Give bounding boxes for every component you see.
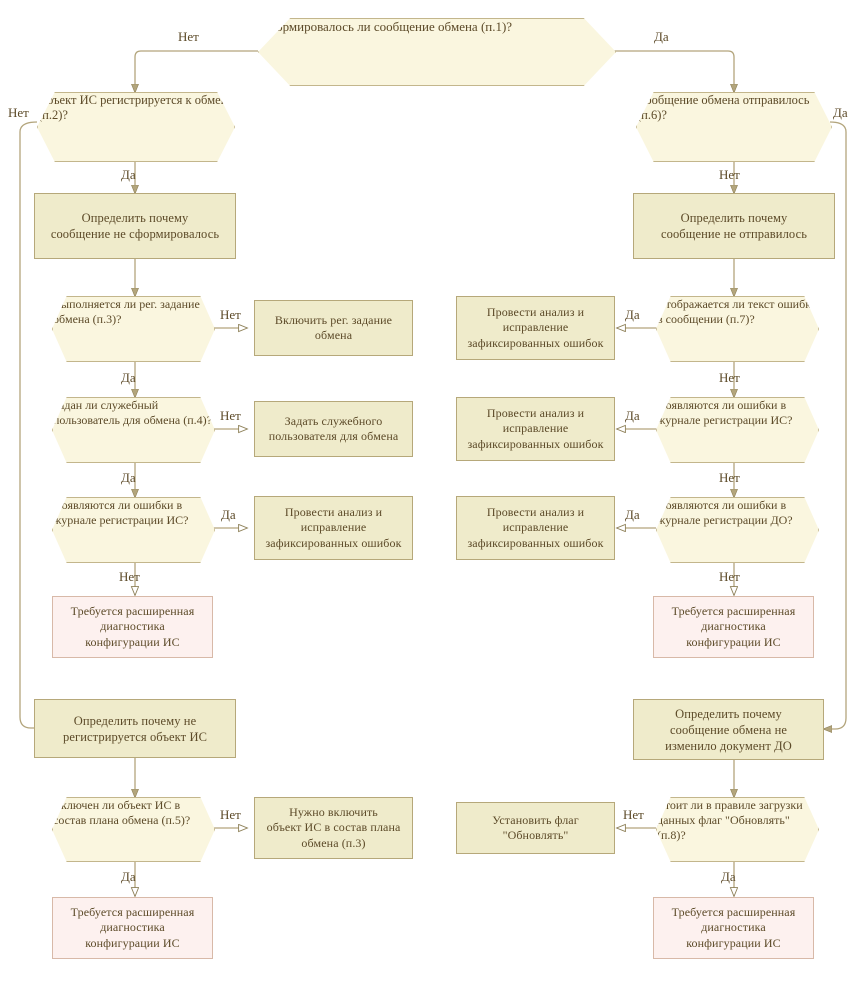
process-why-not-formed-label: Определить почему сообщение не сформиров… xyxy=(50,211,220,241)
decision-errors-is-log-left-label: Появляются ли ошибки в журнале регистрац… xyxy=(53,498,189,527)
edge-label-update-flag-yes: Да xyxy=(721,869,736,884)
process-analyze-fix-errors-left[interactable]: Провести анализ и исправление зафиксиров… xyxy=(254,496,413,560)
process-set-service-user-label: Задать служебного пользователя для обмен… xyxy=(268,413,399,443)
decision-error-text-shown-shape: Отображается ли текст ошибки в сообщении… xyxy=(656,296,819,362)
process-why-object-not-registered-label: Определить почему не регистрируется объе… xyxy=(62,713,208,744)
edge-label-errors-left-no: Нет xyxy=(119,569,140,584)
decision-message-formed-shape: Сформировалось ли сообщение обмена (п.1)… xyxy=(258,18,616,86)
edge-label-object-registered-no: Нет xyxy=(8,105,29,120)
decision-error-text-shown-label: Отображается ли текст ошибки в сообщении… xyxy=(657,297,818,326)
decision-object-registered-shape: Объект ИС регистрируется к обмену (п.2)? xyxy=(37,92,235,162)
edge-label-message-sent-no: Нет xyxy=(719,167,740,182)
process-why-not-sent-label: Определить почему сообщение не отправило… xyxy=(660,211,808,241)
decision-object-registered-label: Объект ИС регистрируется к обмену (п.2)? xyxy=(38,93,234,122)
edge-label-errors-is-right-yes: Да xyxy=(625,408,640,423)
decision-message-sent[interactable]: Сообщение обмена отправилось (п.6)? xyxy=(636,92,832,162)
process-analyze-fix-errors-right-3[interactable]: Провести анализ и исправление зафиксиров… xyxy=(456,496,615,560)
edge-label-service-user-no: Нет xyxy=(220,408,241,423)
terminal-extended-diagnostics-right-1[interactable]: Требуется расширенная диагностика конфиг… xyxy=(653,596,814,658)
decision-service-user-shape: Задан ли служебный пользователь для обме… xyxy=(52,397,215,463)
edge-label-errors-do-yes: Да xyxy=(625,507,640,522)
process-enable-scheduled-job[interactable]: Включить рег. задание обмена xyxy=(254,300,413,356)
decision-update-flag[interactable]: Стоит ли в правиле загрузки данных флаг … xyxy=(656,797,819,862)
process-analyze-fix-errors-right-2[interactable]: Провести анализ и исправление зафиксиров… xyxy=(456,397,615,461)
decision-service-user-label: Задан ли служебный пользователь для обме… xyxy=(53,398,212,427)
process-why-document-not-changed[interactable]: Определить почему сообщение обмена не из… xyxy=(633,699,824,760)
process-why-not-formed[interactable]: Определить почему сообщение не сформиров… xyxy=(34,193,236,259)
decision-object-registered[interactable]: Объект ИС регистрируется к обмену (п.2)? xyxy=(37,92,235,162)
decision-message-sent-label: Сообщение обмена отправилось (п.6)? xyxy=(637,93,810,122)
decision-message-formed-label: Сформировалось ли сообщение обмена (п.1)… xyxy=(259,19,513,34)
terminal-extended-diagnostics-right-1-label: Требуется расширенная диагностика конфиг… xyxy=(671,603,796,649)
process-analyze-fix-errors-right-3-label: Провести анализ и исправление зафиксиров… xyxy=(467,504,604,550)
edge-label-error-text-no: Нет xyxy=(719,370,740,385)
terminal-extended-diagnostics-right-2[interactable]: Требуется расширенная диагностика конфиг… xyxy=(653,897,814,959)
decision-errors-do-log-shape: Появляются ли ошибки в журнале регистрац… xyxy=(656,497,819,563)
process-set-update-flag[interactable]: Установить флаг "Обновлять" xyxy=(456,802,615,854)
terminal-extended-diagnostics-left-2[interactable]: Требуется расширенная диагностика конфиг… xyxy=(52,897,213,959)
edge-label-errors-do-no: Нет xyxy=(719,569,740,584)
process-why-object-not-registered[interactable]: Определить почему не регистрируется объе… xyxy=(34,699,236,758)
decision-message-sent-shape: Сообщение обмена отправилось (п.6)? xyxy=(636,92,832,162)
process-add-object-to-plan[interactable]: Нужно включить объект ИС в состав плана … xyxy=(254,797,413,859)
edge-label-errors-is-right-no: Нет xyxy=(719,470,740,485)
edge-label-start-yes: Да xyxy=(654,29,669,44)
decision-object-in-exchange-plan-label: Включен ли объект ИС в состав плана обме… xyxy=(53,798,191,827)
process-analyze-fix-errors-right-1-label: Провести анализ и исправление зафиксиров… xyxy=(467,304,604,350)
decision-errors-is-log-left-shape: Появляются ли ошибки в журнале регистрац… xyxy=(52,497,215,563)
decision-update-flag-label: Стоит ли в правиле загрузки данных флаг … xyxy=(657,798,803,842)
edge-label-update-flag-no: Нет xyxy=(623,807,644,822)
edge-label-plan-yes: Да xyxy=(121,869,136,884)
edge-label-errors-left-yes: Да xyxy=(221,507,236,522)
decision-scheduled-job-shape: Выполняется ли рег. задание обмена (п.3)… xyxy=(52,296,215,362)
terminal-extended-diagnostics-left-1-label: Требуется расширенная диагностика конфиг… xyxy=(70,603,195,649)
process-set-service-user[interactable]: Задать служебного пользователя для обмен… xyxy=(254,401,413,457)
decision-message-formed[interactable]: Сформировалось ли сообщение обмена (п.1)… xyxy=(258,18,616,86)
process-why-document-not-changed-label: Определить почему сообщение обмена не из… xyxy=(665,706,792,753)
terminal-extended-diagnostics-left-2-label: Требуется расширенная диагностика конфиг… xyxy=(70,904,195,950)
decision-errors-is-log-right-label: Появляются ли ошибки в журнале регистрац… xyxy=(657,398,793,427)
edge-label-message-sent-yes: Да xyxy=(833,105,848,120)
decision-scheduled-job-label: Выполняется ли рег. задание обмена (п.3)… xyxy=(53,297,200,326)
edge-label-scheduled-job-no: Нет xyxy=(220,307,241,322)
edge-label-service-user-yes: Да xyxy=(121,470,136,485)
edge-label-plan-no: Нет xyxy=(220,807,241,822)
process-set-update-flag-label: Установить флаг "Обновлять" xyxy=(492,812,579,842)
edge-label-scheduled-job-yes: Да xyxy=(121,370,136,385)
decision-update-flag-shape: Стоит ли в правиле загрузки данных флаг … xyxy=(656,797,819,862)
process-why-not-sent[interactable]: Определить почему сообщение не отправило… xyxy=(633,193,835,259)
decision-errors-is-log-right-shape: Появляются ли ошибки в журнале регистрац… xyxy=(656,397,819,463)
decision-errors-is-log-left[interactable]: Появляются ли ошибки в журнале регистрац… xyxy=(52,497,215,563)
process-enable-scheduled-job-label: Включить рег. задание обмена xyxy=(274,312,393,342)
process-analyze-fix-errors-left-label: Провести анализ и исправление зафиксиров… xyxy=(265,504,402,550)
decision-errors-do-log-label: Появляются ли ошибки в журнале регистрац… xyxy=(657,498,793,527)
decision-service-user[interactable]: Задан ли служебный пользователь для обме… xyxy=(52,397,215,463)
decision-object-in-exchange-plan-shape: Включен ли объект ИС в состав плана обме… xyxy=(52,797,215,862)
decision-object-in-exchange-plan[interactable]: Включен ли объект ИС в состав плана обме… xyxy=(52,797,215,862)
terminal-extended-diagnostics-right-2-label: Требуется расширенная диагностика конфиг… xyxy=(671,904,796,950)
decision-errors-do-log[interactable]: Появляются ли ошибки в журнале регистрац… xyxy=(656,497,819,563)
edge-label-object-registered-yes: Да xyxy=(121,167,136,182)
terminal-extended-diagnostics-left-1[interactable]: Требуется расширенная диагностика конфиг… xyxy=(52,596,213,658)
edge-label-error-text-yes: Да xyxy=(625,307,640,322)
process-analyze-fix-errors-right-2-label: Провести анализ и исправление зафиксиров… xyxy=(467,405,604,451)
decision-error-text-shown[interactable]: Отображается ли текст ошибки в сообщении… xyxy=(656,296,819,362)
decision-errors-is-log-right[interactable]: Появляются ли ошибки в журнале регистрац… xyxy=(656,397,819,463)
process-add-object-to-plan-label: Нужно включить объект ИС в состав плана … xyxy=(266,804,401,850)
decision-scheduled-job[interactable]: Выполняется ли рег. задание обмена (п.3)… xyxy=(52,296,215,362)
process-analyze-fix-errors-right-1[interactable]: Провести анализ и исправление зафиксиров… xyxy=(456,296,615,360)
edge-label-start-no: Нет xyxy=(178,29,199,44)
